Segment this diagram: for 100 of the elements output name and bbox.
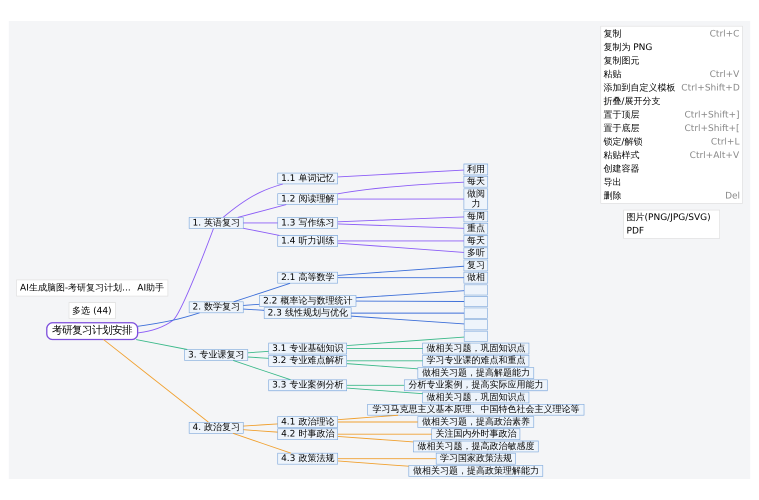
label: 复制为 PNG [603, 42, 652, 53]
label: 创建容器 [603, 164, 640, 175]
label: 粘贴样式 [603, 151, 640, 162]
connector [247, 356, 269, 359]
label: Ctrl+Shift+D [681, 83, 740, 94]
connector [337, 216, 464, 222]
node-box: 做相 [464, 272, 488, 284]
node-box: 4. 政治复习 [188, 422, 244, 434]
node-box: 4.3 政策法规 [277, 452, 338, 464]
connector [337, 414, 399, 420]
label: Ctrl+L [710, 137, 740, 148]
node-box: 1. 英语复习 [188, 217, 244, 229]
connector [346, 360, 424, 362]
label: Ctrl+Shift+] [684, 110, 740, 120]
label: Ctrl+Alt+V [690, 151, 740, 162]
label: 粘贴 [603, 70, 622, 80]
connector [103, 339, 209, 423]
connector [337, 266, 464, 276]
label: 导出 [603, 178, 622, 188]
connector [137, 228, 214, 334]
node-box: 利用 [464, 164, 488, 176]
connector [242, 423, 278, 427]
label: Del [725, 192, 740, 202]
connector [356, 290, 465, 298]
connector [233, 282, 291, 302]
node-box: 1.4 听力训练 [277, 235, 338, 247]
node-box: 做相关习题，提高政策理解能力 [408, 465, 544, 477]
connector [350, 312, 465, 314]
node-box: 2.1 高等数学 [277, 272, 338, 284]
label: 复制图元 [603, 56, 640, 66]
connector [137, 312, 200, 327]
node-box: 每天 [464, 235, 488, 247]
connector [346, 348, 424, 349]
node-box: 做相关习题，提高解题能力 [418, 367, 534, 379]
node-box: 3. 专业课复习 [184, 349, 248, 361]
node-box [464, 296, 488, 307]
connector [346, 336, 465, 346]
connector [337, 198, 464, 200]
node-box: 学习国家政策法规 [436, 452, 516, 464]
node-box: 学习专业课的难点和重点 [422, 355, 530, 367]
node-box: 复习 [464, 260, 488, 272]
node-box: 学习马克思主义基本原理、中国特色社会主义理论等 [367, 404, 584, 416]
label: 添加到自定义模板 [603, 83, 676, 94]
node-box: 关注国内外时事政治 [431, 428, 520, 440]
label: 锁定/解锁 [603, 137, 642, 148]
connector [136, 339, 188, 350]
label: Ctrl+C [710, 29, 740, 40]
node-box: 重点 [464, 222, 488, 235]
connector [350, 316, 465, 324]
connector [337, 434, 432, 435]
node-box: 1.3 写作练习 [277, 217, 338, 229]
node-box: 3.1 专业基础知识 [268, 342, 347, 354]
label: Ctrl+Shift+[ [684, 124, 740, 134]
node-box: 做相关习题，提高政治敏感度 [413, 440, 539, 452]
label: 置于顶层 [603, 110, 640, 120]
node-box: 2.2 概率论与数理统计 [259, 295, 356, 307]
label: 折叠/展开分支 [603, 96, 660, 107]
node-box: 3.3 专业案例分析 [268, 379, 347, 392]
node-box: 每周 [464, 210, 488, 222]
label: 图片(PNG/JPG/SVG) [626, 212, 711, 223]
label: 多选 (44) [72, 306, 112, 316]
node-box: 4.2 时事政治 [277, 428, 338, 440]
label: Ctrl+V [710, 70, 740, 80]
node-box: 每天 [464, 176, 488, 188]
label: PDF [626, 226, 644, 236]
connector [346, 363, 418, 370]
connector [337, 436, 414, 442]
node-box [464, 330, 488, 342]
node-box: 3.2 专业难点解析 [268, 355, 347, 367]
node-box [464, 308, 488, 319]
connector [242, 222, 278, 224]
connector [242, 228, 280, 236]
node-box: 做相关习题，提高政治素养 [418, 416, 534, 428]
node-box: 考研复习计划安排 [46, 322, 138, 340]
connector [242, 429, 278, 433]
connector [247, 350, 269, 354]
label: 删除 [603, 192, 622, 202]
connector [346, 384, 405, 386]
connector [232, 432, 292, 454]
connector [337, 458, 436, 460]
connector [337, 277, 464, 278]
connector [242, 308, 265, 311]
connector [237, 204, 287, 218]
node-box [464, 319, 488, 330]
connector [346, 388, 424, 394]
node-box: 1.1 单词记忆 [277, 172, 338, 184]
node-box: 做相关习题，巩固知识点 [422, 392, 530, 404]
connector [337, 242, 464, 253]
node-box: 1.2 阅读理解 [277, 193, 338, 205]
node-box: 做相关习题，巩固知识点 [422, 342, 530, 354]
connector [337, 170, 464, 178]
node-box: 2.3 线性规划与优化 [264, 307, 352, 319]
node-box: 做阅 力 [464, 188, 488, 210]
node-box: 2. 数学复习 [188, 302, 244, 314]
node-box: 4.1 政治理论 [277, 416, 338, 428]
connector [242, 304, 260, 306]
node-box [464, 284, 488, 296]
label: AI生成脑图-考研复习计划... [20, 284, 131, 294]
connector [356, 300, 465, 302]
label: 复制 [603, 29, 622, 40]
